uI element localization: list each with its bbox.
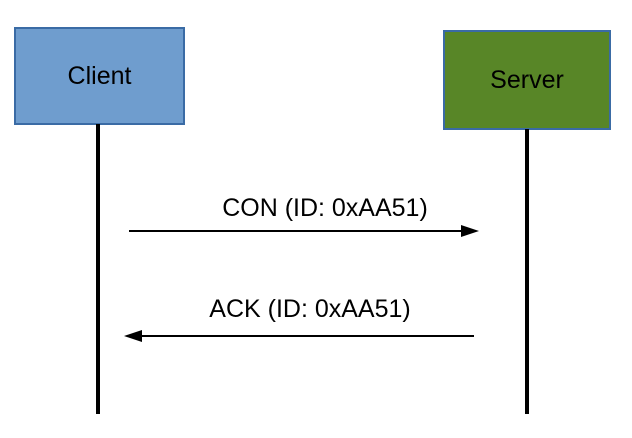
actor-box-server: Server: [443, 30, 611, 130]
actor-label-server: Server: [490, 65, 564, 94]
actor-label-client: Client: [67, 61, 132, 90]
actor-box-client: Client: [14, 27, 185, 125]
arrowhead-left-icon: [124, 330, 142, 342]
message-line-ack: [141, 335, 474, 337]
arrowhead-right-icon: [461, 225, 479, 237]
message-label-con: CON (ID: 0xAA51): [222, 194, 428, 222]
message-line-con: [129, 230, 462, 232]
message-label-ack: ACK (ID: 0xAA51): [209, 295, 411, 323]
lifeline-client: [96, 124, 100, 414]
lifeline-server: [525, 129, 529, 414]
